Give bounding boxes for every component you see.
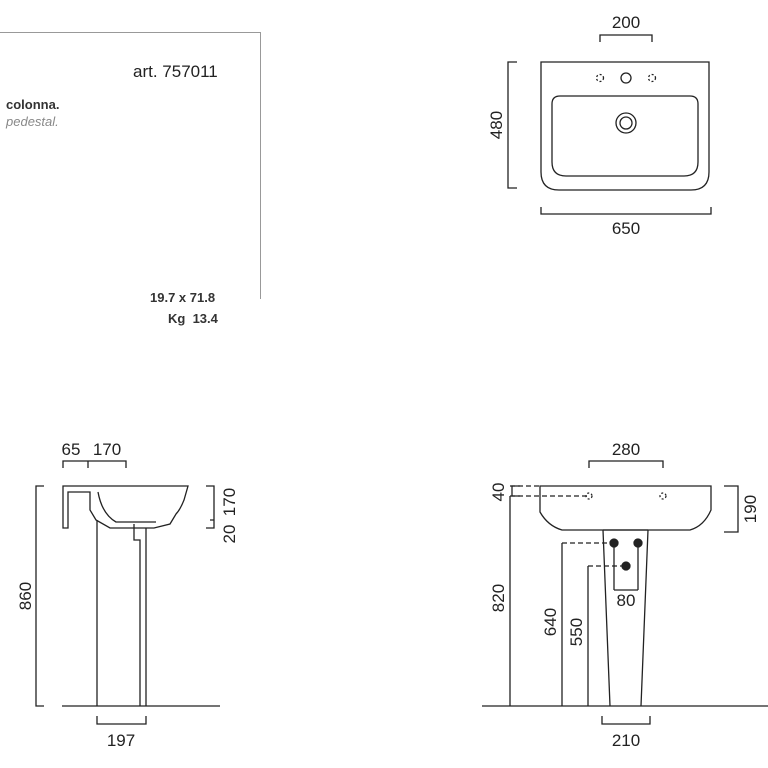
- front-view: [482, 460, 768, 725]
- package-dimensions: 19.7 x 71.8: [150, 290, 216, 305]
- tap-hole-center: [620, 72, 632, 84]
- ref-line-80: [613, 543, 639, 591]
- label-40: 40: [489, 483, 508, 502]
- label-550: 550: [567, 618, 586, 646]
- dim-line-650: [540, 207, 712, 215]
- tap-hole-front-right: [659, 492, 667, 500]
- valve-right: [633, 538, 643, 548]
- basin-front: [539, 485, 712, 531]
- dim-line-210: [601, 716, 651, 725]
- dim-line-40: [511, 485, 520, 497]
- label-20: 20: [220, 525, 239, 544]
- label-190: 190: [741, 495, 760, 523]
- top-view: [507, 34, 712, 215]
- basin-inner-curve: [97, 491, 156, 523]
- basin-outline-top: [540, 61, 710, 191]
- dim-line-20-170: [206, 485, 215, 529]
- label-640: 640: [541, 608, 560, 636]
- label-200: 200: [612, 13, 640, 32]
- weight-value: 13.4: [192, 311, 218, 326]
- dim-line-65-170: [62, 460, 127, 468]
- article-number: art. 757011: [133, 62, 218, 81]
- tap-hole-left: [595, 73, 605, 83]
- drain-outer: [615, 112, 637, 134]
- label-80: 80: [617, 591, 636, 610]
- pedestal-front: [602, 529, 649, 707]
- side-view: [35, 460, 220, 725]
- dim-line-860: [35, 485, 44, 707]
- drain-front: [621, 561, 631, 571]
- label-650: 650: [612, 219, 640, 238]
- weight-label: Kg: [168, 311, 186, 326]
- drain-inner: [619, 116, 633, 130]
- label-170-top: 170: [93, 440, 121, 459]
- label-480: 480: [487, 111, 506, 139]
- tap-hole-right: [647, 73, 657, 83]
- valve-left: [609, 538, 619, 548]
- description-italian: colonna.: [6, 97, 60, 112]
- label-860: 860: [16, 582, 35, 610]
- pedestal-side: [96, 520, 147, 706]
- label-197: 197: [107, 731, 135, 750]
- drain-pipe-side: [133, 524, 141, 706]
- description-english: pedestal.: [6, 114, 59, 129]
- ref-line-top: [510, 485, 589, 497]
- basin-side-profile: [62, 485, 189, 529]
- label-820: 820: [489, 584, 508, 612]
- label-170-right: 170: [220, 488, 239, 516]
- dim-line-200: [599, 34, 653, 42]
- weight: Kg 13.4: [168, 311, 218, 326]
- basin-bowl-top: [551, 95, 699, 177]
- label-65: 65: [62, 440, 81, 459]
- label-280: 280: [612, 440, 640, 459]
- dim-line-480: [507, 61, 517, 189]
- dim-line-197: [96, 716, 147, 725]
- dim-line-190: [724, 485, 739, 533]
- label-210: 210: [612, 731, 640, 750]
- dim-line-280: [588, 460, 664, 468]
- product-info-box: [0, 32, 261, 299]
